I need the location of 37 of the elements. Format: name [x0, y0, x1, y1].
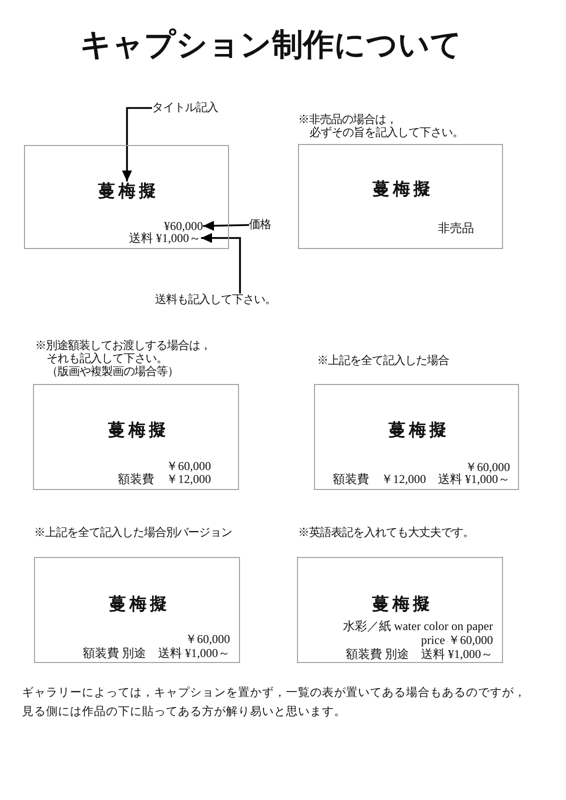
note-text: ※英語表記を入れても大丈夫です。	[298, 527, 474, 540]
caption-text: ￥60,000	[185, 632, 230, 646]
note-text: ※別途額装してお渡しする場合は，それも記入して下さい。（版画や複製画の場合等）	[35, 340, 212, 380]
artwork-title: 蔓梅擬	[370, 594, 434, 614]
caption-text: 額装費 ￥12,000	[118, 472, 211, 486]
leader-arrow	[202, 220, 250, 231]
caption-card	[298, 144, 503, 249]
caption-text: 額装費 ￥12,000 送料 ¥1,000～	[333, 472, 510, 486]
note-text: ※非売品の場合は，必ずその旨を記入して下さい。	[298, 114, 464, 140]
caption-card	[314, 384, 519, 490]
caption-card	[297, 557, 503, 663]
body-text: ギャラリーによっては，キャプションを置かず，一覧の表が置いてある場合もあるのですが，見る側には作品の下に貼ってある方が解り易いと思います。	[22, 685, 527, 720]
note-text: ※上記を全て記入した場合別バージョン	[34, 527, 232, 540]
artwork-title: 蔓梅擬	[94, 182, 160, 200]
leader-arrow	[201, 233, 241, 294]
caption-card	[24, 145, 229, 249]
caption-text: ￥60,000	[465, 460, 510, 474]
artwork-title: 蔓梅擬	[106, 420, 170, 440]
caption-card	[34, 557, 240, 663]
page-title: キャプション制作について	[80, 27, 462, 63]
caption-text: ￥60,000	[166, 460, 211, 472]
caption-text: 額装費 別途 送料 ¥1,000～	[83, 646, 230, 660]
caption-text: ¥60,000	[164, 220, 203, 232]
artwork-title: 蔓梅擬	[387, 420, 450, 440]
caption-card	[33, 384, 239, 490]
annotation-text: タイトル記入	[152, 102, 218, 114]
caption-text: 非売品	[438, 222, 474, 234]
caption-text: 送料 ¥1,000～	[129, 232, 201, 244]
annotation-text: 送料も記入して下さい。	[155, 294, 276, 306]
note-text: ※上記を全て記入した場合	[317, 355, 450, 368]
leader-arrow	[122, 107, 152, 182]
caption-text: 水彩／紙 water color on paper	[343, 620, 493, 632]
caption-text: price ￥60,000	[421, 634, 493, 646]
caption-text: 額装費 別途 送料 ¥1,000～	[346, 648, 493, 660]
annotation-text: 価格	[249, 218, 271, 232]
artwork-title: 蔓梅擬	[371, 180, 434, 198]
artwork-title: 蔓梅擬	[108, 594, 171, 614]
